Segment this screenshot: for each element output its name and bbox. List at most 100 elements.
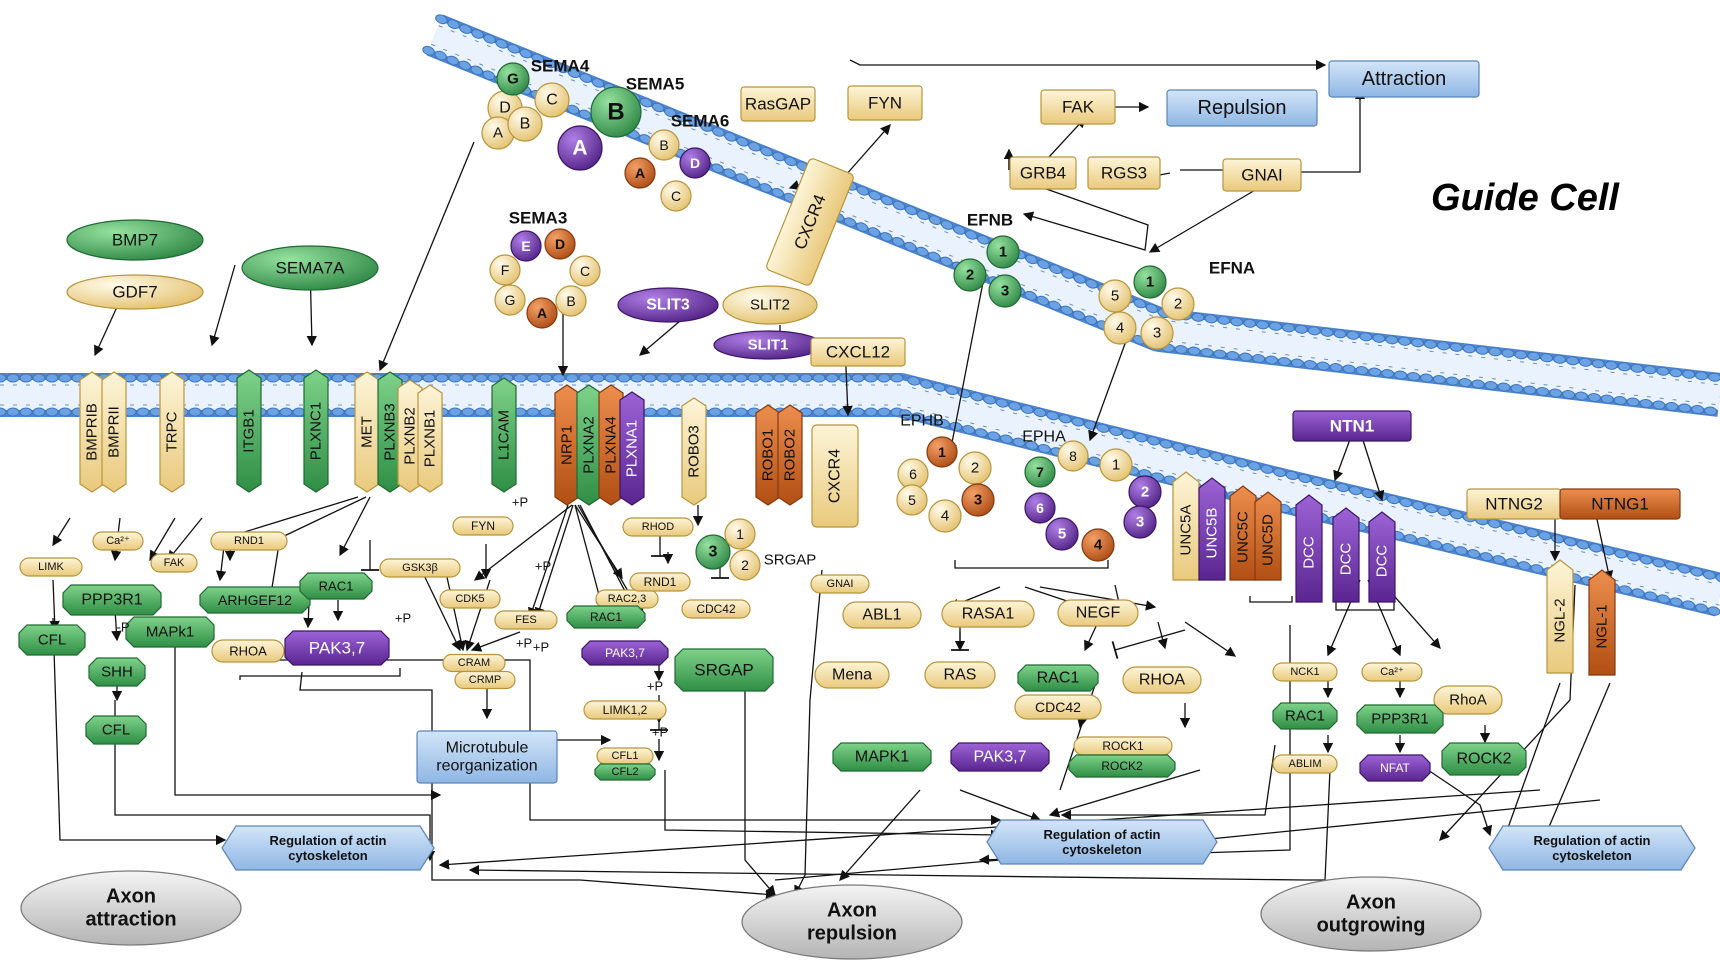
circle-f-label: F: [501, 262, 510, 278]
receptor-label: UNC5C: [1235, 511, 1252, 563]
circle-3-epha-label: 3: [1136, 514, 1144, 531]
edge-line: [794, 569, 823, 897]
circle-c-sema3-label: C: [580, 263, 590, 279]
signal-abl1-30: ABL1: [842, 601, 922, 629]
growth-cone-membrane: [0, 373, 1720, 617]
ligand-slit3-label: SLIT3: [646, 297, 690, 314]
circle-4-ephb: 4: [928, 499, 962, 533]
circle-3-efna-label: 3: [1153, 325, 1161, 342]
circle-c-label: C: [546, 92, 558, 109]
receptor-label: PLXNB1: [422, 410, 439, 468]
circle-7-epha-label: 7: [1036, 464, 1044, 480]
signal-rac1-20-label: RAC1: [590, 610, 622, 624]
repulsion-box-label: Repulsion: [1198, 97, 1287, 119]
receptor-label: NRP1: [559, 425, 576, 465]
ligand-sema7a-label: SEMA7A: [276, 259, 346, 278]
receptor-label: ROBO1: [760, 429, 777, 482]
receptor-label: BMPRII: [106, 406, 123, 458]
circle-2-epha-label: 2: [1141, 484, 1149, 501]
receptor-label: PLXNA4: [603, 416, 620, 474]
signal-cram-17: CRAM: [442, 653, 506, 673]
signal-rhoa-11: RHOA: [211, 639, 285, 663]
receptor-label: NGL-1: [1594, 604, 1611, 648]
circle-c-sema3: C: [569, 255, 601, 287]
circle-7-epha: 7: [1024, 456, 1056, 488]
signal-ca-1-label: Ca²⁺: [106, 535, 130, 547]
circle-6-epha-label: 6: [1036, 500, 1044, 516]
signal-rhod-25-label: RHOD: [642, 521, 674, 533]
ligand-ntng1: NTNG1: [1559, 488, 1681, 520]
ligand-ntng1-label: NTNG1: [1591, 495, 1649, 514]
signal-cfl2-24: CFL2: [594, 763, 656, 781]
signal-rnd1-3-label: RND1: [234, 535, 264, 547]
circle-4-efna: 4: [1103, 311, 1137, 345]
circle-a-sema3-label: A: [537, 305, 547, 321]
signal-cfl-5: CFL: [18, 624, 86, 656]
signal-cfl-8-label: CFL: [102, 722, 130, 739]
repulsion-box: Repulsion: [1166, 89, 1318, 127]
edge-line: [299, 671, 777, 900]
receptor-cxcr4: CXCR4: [811, 424, 859, 528]
signal-cram-17-label: CRAM: [458, 657, 490, 669]
actin-box-2-label: cytoskeleton: [1062, 842, 1142, 857]
ligand-gdf7-label: GDF7: [112, 283, 157, 302]
signal-pak3-7-21-label: PAK3,7: [605, 646, 645, 660]
rgs3-node: RGS3: [1087, 156, 1161, 190]
receptor-unc5d: UNC5D: [1254, 491, 1282, 581]
ligand-efnb: EFNB: [967, 211, 1013, 230]
signal-ablim-47: ABLIM: [1272, 754, 1338, 774]
receptor-plxna4: PLXNA4: [598, 384, 624, 506]
circle-c: C: [534, 82, 570, 118]
edge-line: [1114, 629, 1186, 651]
signal-rhoa-44-label: RhoA: [1449, 692, 1487, 709]
receptor-unc5c: UNC5C: [1229, 485, 1257, 581]
signal-pak3-7-21: PAK3,7: [581, 640, 669, 666]
edge-line: [664, 770, 1002, 841]
fak-node-label: FAK: [1062, 98, 1095, 117]
signal-gnai-28: GNAI: [810, 574, 870, 594]
signal-ppp3r1-46-label: PPP3R1: [1371, 711, 1429, 728]
ligand-ntn1: NTN1: [1292, 410, 1412, 442]
attraction-box: Attraction: [1328, 60, 1480, 98]
signal-gsk3-13-label: GSK3β: [402, 562, 438, 574]
ligand-slit1-label: SLIT1: [748, 337, 789, 354]
edge-line: [1360, 433, 1385, 502]
signal-nck1-42: NCK1: [1272, 662, 1338, 682]
receptor-nrp1: NRP1: [554, 384, 580, 506]
circle-4-epha-label: 4: [1094, 537, 1103, 554]
edge-line: [1594, 509, 1614, 582]
axon-attraction-label: attraction: [85, 909, 176, 931]
signal-ca-1: Ca²⁺: [92, 531, 144, 551]
signal-rac1-35-label: RAC1: [1037, 670, 1080, 687]
circle-1-efna: 1: [1133, 265, 1167, 299]
circle-a-label: A: [493, 125, 503, 142]
receptor-dcc: DCC: [1295, 494, 1323, 603]
circle-b-sema5: B: [590, 86, 642, 138]
circle-3-ephb-label: 3: [974, 492, 982, 509]
circle-a-sema5-label: A: [572, 137, 587, 160]
circle-2-srgap: 2: [729, 549, 761, 581]
circle-3-efnb: 3: [988, 274, 1022, 308]
receptor-label: PLXNA1: [624, 420, 641, 478]
receptor-unc5a: UNC5A: [1172, 471, 1200, 581]
circle-5-efna-label: 5: [1111, 288, 1119, 305]
circle-6-epha: 6: [1024, 492, 1056, 524]
signal-cfl1-23-label: CFL1: [612, 750, 639, 762]
circle-b-sema5-label: B: [607, 99, 624, 126]
circle-1-efna-label: 1: [1146, 274, 1154, 291]
circle-d-sema6-label: D: [690, 155, 700, 171]
receptor-plxna2: PLXNA2: [576, 384, 602, 506]
signal-limk1-2-22-label: LIMK1,2: [603, 703, 648, 717]
receptor-label: UNC5A: [1178, 505, 1195, 556]
edge-line: [419, 566, 461, 652]
edge-line: [167, 517, 203, 562]
receptor-plxnc1: PLXNC1: [303, 369, 329, 493]
receptor-robo3: ROBO3: [681, 397, 707, 506]
receptor-dcc: DCC: [1368, 511, 1396, 603]
signal-fak-2: FAK: [150, 553, 198, 573]
signal-pak3-7-12: PAK3,7: [284, 630, 390, 666]
axon-outgrowing-label: outgrowing: [1317, 915, 1426, 937]
receptor-srgap: SRGAP: [764, 552, 817, 569]
